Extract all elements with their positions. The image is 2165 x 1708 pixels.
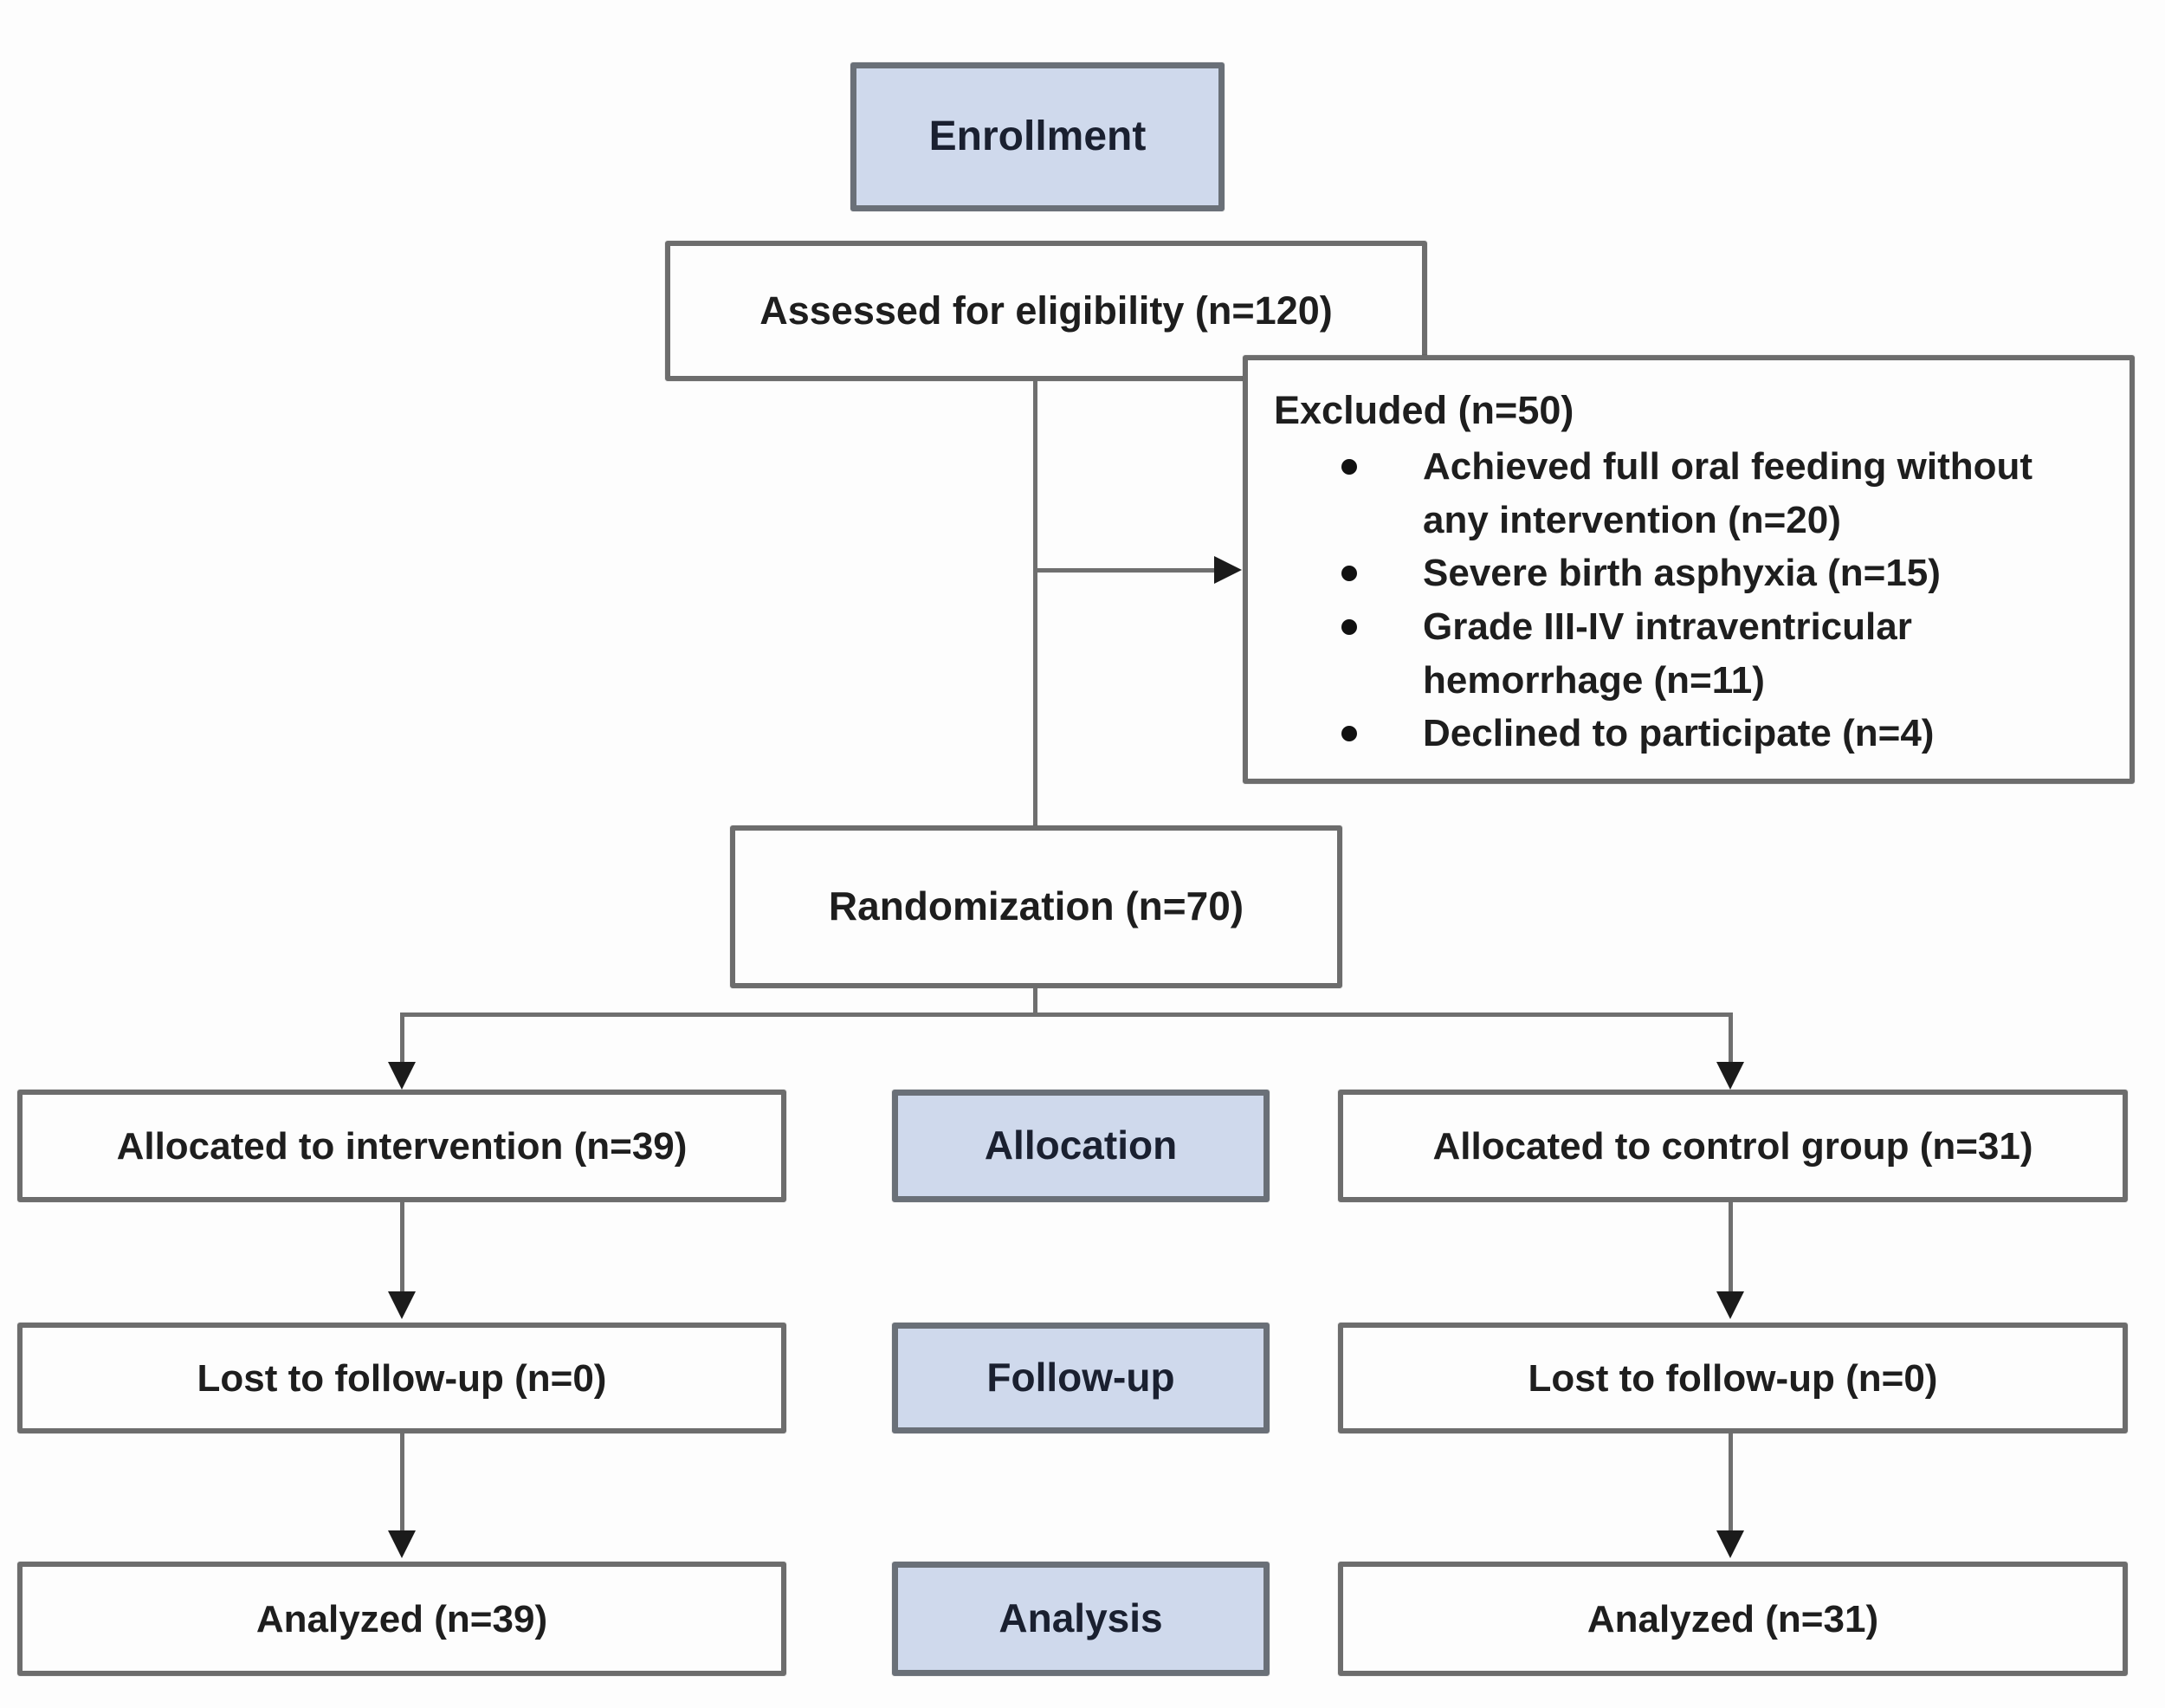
assessed-label: Assessed for eligibility (n=120): [759, 288, 1333, 333]
excluded-title: Excluded (n=50): [1274, 388, 1574, 432]
analyzed-control-label: Analyzed (n=31): [1587, 1597, 1879, 1640]
lost-followup-intervention-box: Lost to follow-up (n=0): [17, 1323, 786, 1433]
followup-stage-box: Follow-up: [892, 1323, 1270, 1433]
arrowhead-to-excluded: [1214, 556, 1242, 584]
bullet-icon: [1341, 459, 1357, 476]
randomization-label: Randomization (n=70): [828, 883, 1244, 929]
lost-followup-control-box: Lost to follow-up (n=0): [1338, 1323, 2128, 1433]
connector-intervention-to-analysis: [400, 1433, 404, 1532]
bullet-icon: [1341, 566, 1357, 582]
allocated-control-label: Allocated to control group (n=31): [1432, 1124, 2033, 1168]
excluded-reason-item: Achieved full oral feeding without any i…: [1274, 440, 2107, 547]
analysis-stage-box: Analysis: [892, 1562, 1270, 1676]
connector-intervention-to-followup: [400, 1202, 404, 1293]
connector-randomization-to-branch: [1033, 988, 1037, 1017]
arrowhead-intervention-analysis: [388, 1530, 416, 1558]
allocation-stage-box: Allocation: [892, 1090, 1270, 1202]
excluded-reason-text: Declined to participate (n=4): [1423, 712, 1935, 755]
branch-line-allocation: [400, 1013, 1731, 1017]
excluded-reason-text: Achieved full oral feeding without any i…: [1423, 445, 2033, 541]
allocated-intervention-box: Allocated to intervention (n=39): [17, 1090, 786, 1202]
arrowhead-control-followup: [1716, 1291, 1744, 1319]
excluded-reason-text: Grade III-IV intraventricular hemorrhage…: [1423, 605, 1912, 702]
excluded-reason-list: Achieved full oral feeding without any i…: [1274, 440, 2107, 760]
analyzed-intervention-box: Analyzed (n=39): [17, 1562, 786, 1676]
assessed-box: Assessed for eligibility (n=120): [665, 241, 1427, 381]
connector-control-to-followup: [1729, 1202, 1733, 1293]
connector-to-excluded: [1033, 568, 1216, 573]
connector-control-to-analysis: [1729, 1433, 1733, 1532]
lost-followup-intervention-label: Lost to follow-up (n=0): [197, 1356, 607, 1400]
bullet-icon: [1341, 726, 1357, 742]
connector-branch-to-intervention: [400, 1013, 404, 1066]
allocated-control-box: Allocated to control group (n=31): [1338, 1090, 2128, 1202]
allocation-stage-label: Allocation: [984, 1122, 1178, 1168]
analysis-stage-label: Analysis: [998, 1595, 1163, 1641]
excluded-reason-item: Severe birth asphyxia (n=15): [1274, 547, 2107, 600]
analyzed-control-box: Analyzed (n=31): [1338, 1562, 2128, 1676]
arrowhead-to-intervention: [388, 1062, 416, 1090]
connector-assessed-to-randomization: [1033, 381, 1037, 825]
allocated-intervention-label: Allocated to intervention (n=39): [116, 1124, 688, 1168]
excluded-reason-item: Declined to participate (n=4): [1274, 707, 2107, 760]
analyzed-intervention-label: Analyzed (n=39): [255, 1597, 548, 1640]
randomization-box: Randomization (n=70): [730, 825, 1342, 988]
excluded-reason-item: Grade III-IV intraventricular hemorrhage…: [1274, 600, 2107, 707]
arrowhead-to-control: [1716, 1062, 1744, 1090]
enrollment-stage-box: Enrollment: [850, 62, 1225, 211]
followup-stage-label: Follow-up: [986, 1355, 1175, 1401]
arrowhead-control-analysis: [1716, 1530, 1744, 1558]
arrowhead-intervention-followup: [388, 1291, 416, 1319]
enrollment-stage-label: Enrollment: [928, 113, 1147, 159]
excluded-content: Excluded (n=50) Achieved full oral feedi…: [1248, 360, 2129, 778]
bullet-icon: [1341, 619, 1357, 636]
excluded-reason-text: Severe birth asphyxia (n=15): [1423, 552, 1941, 595]
lost-followup-control-label: Lost to follow-up (n=0): [1528, 1356, 1938, 1400]
excluded-box: Excluded (n=50) Achieved full oral feedi…: [1243, 355, 2135, 784]
connector-branch-to-control: [1729, 1013, 1733, 1066]
